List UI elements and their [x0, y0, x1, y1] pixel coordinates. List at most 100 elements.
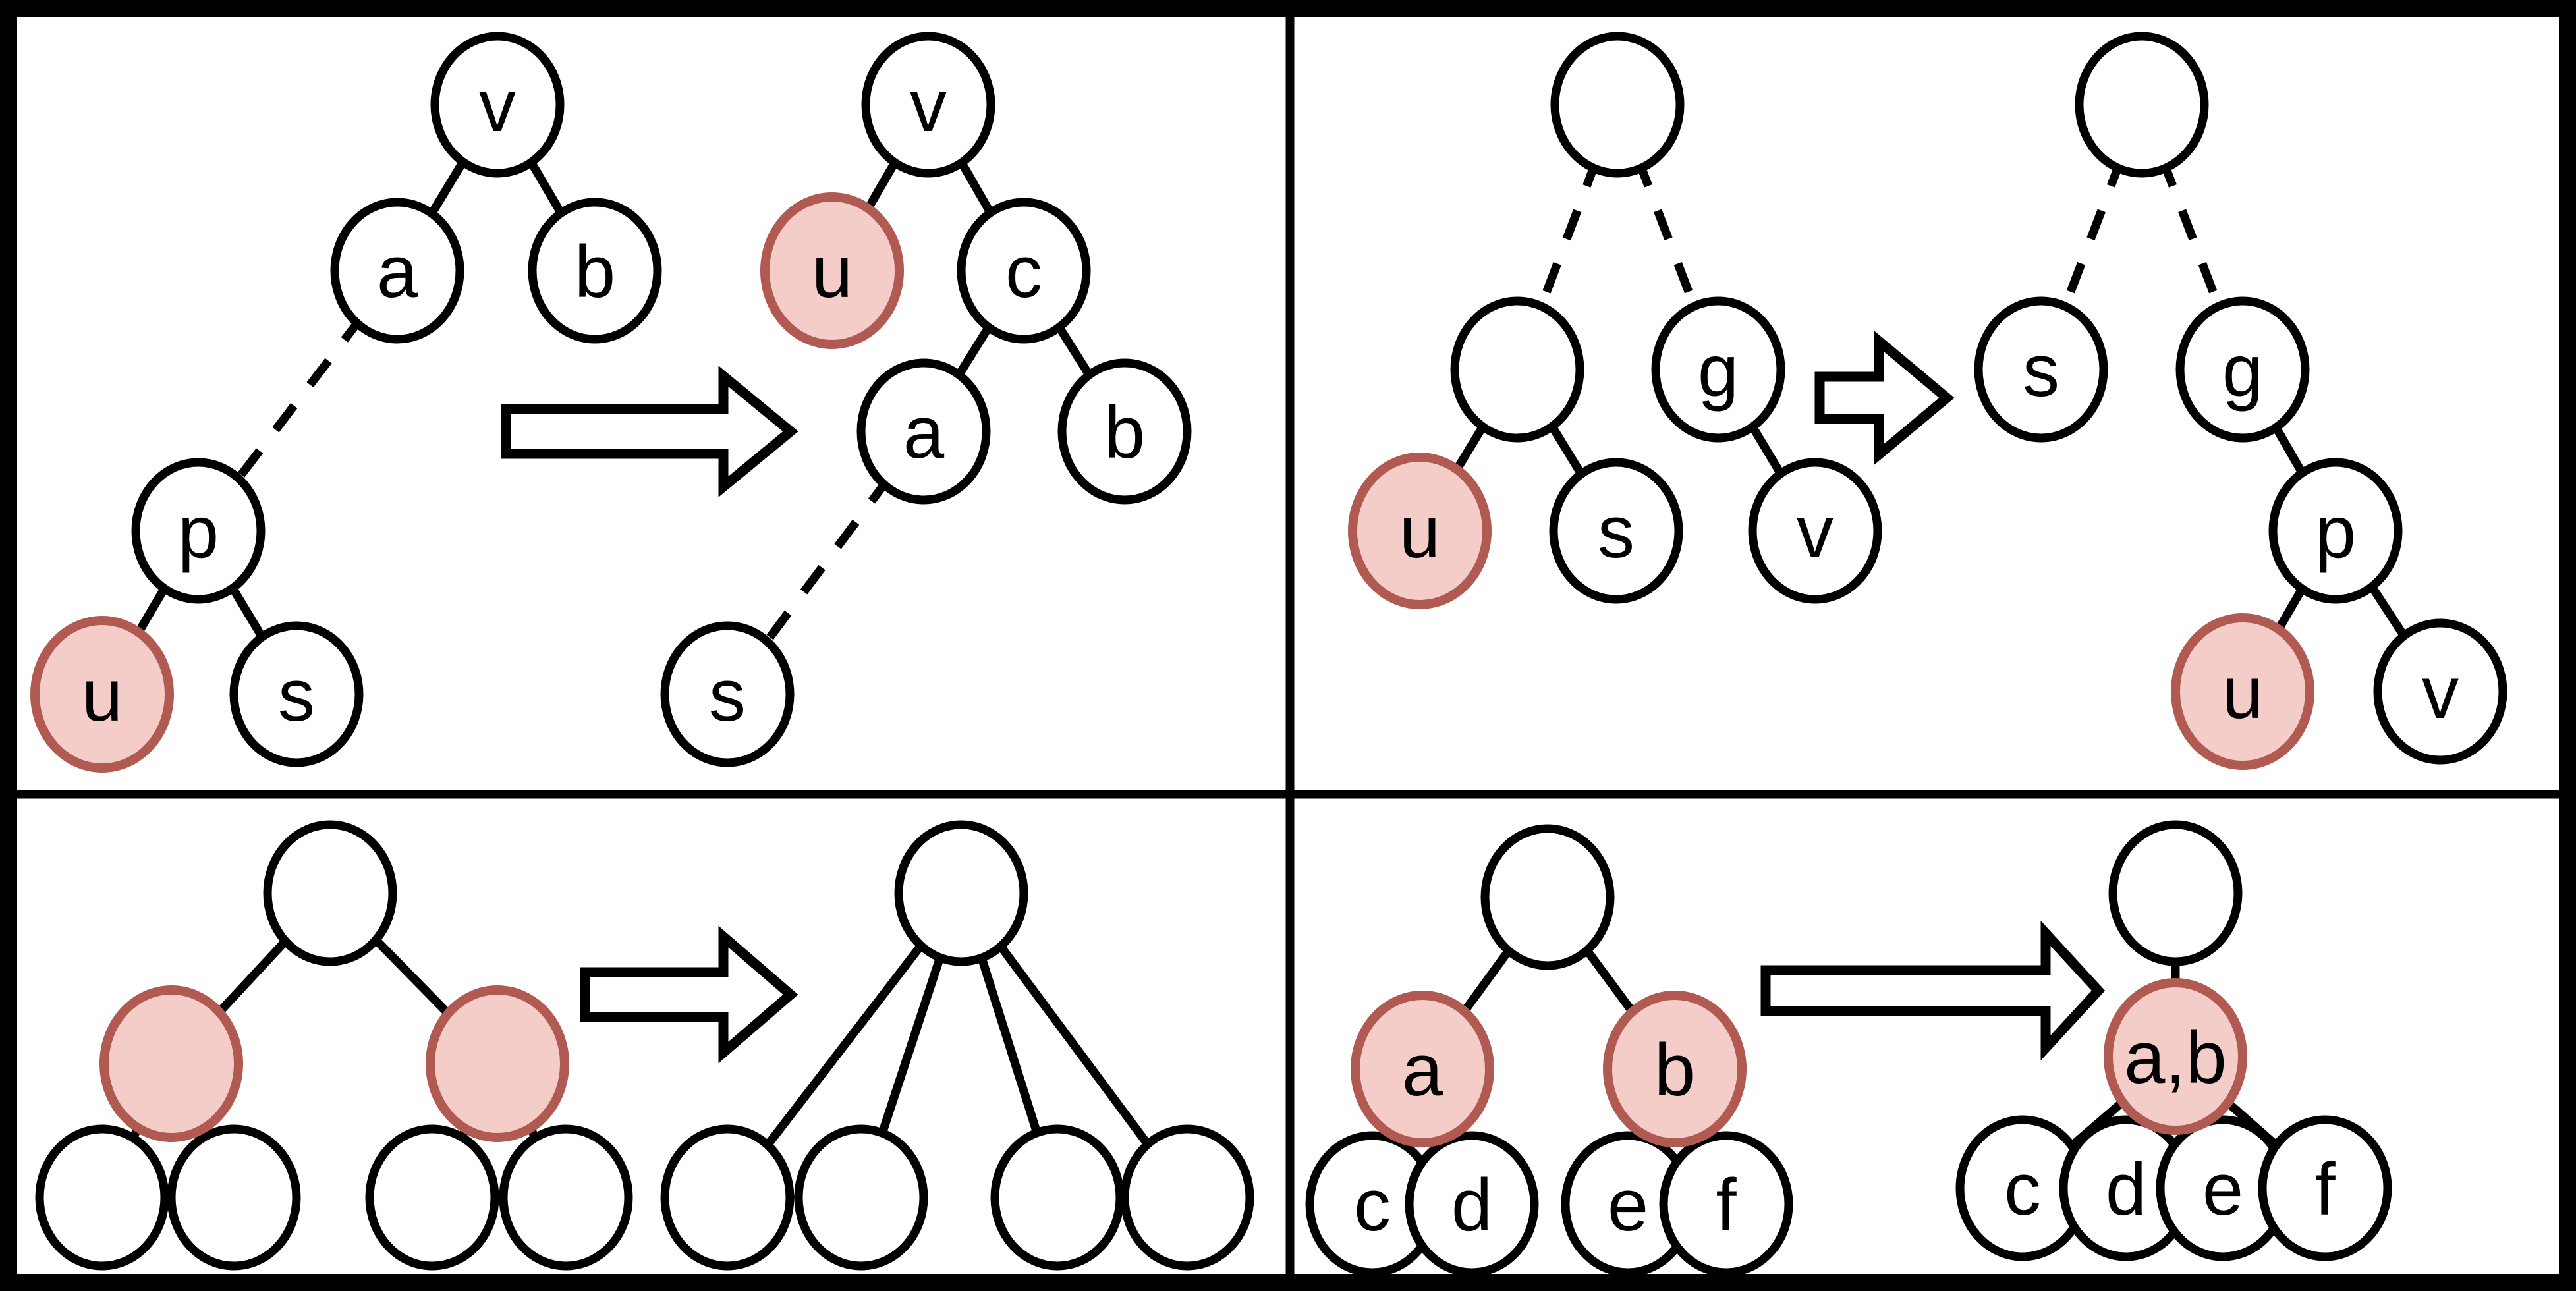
- node-leaf3-empty: [365, 1124, 499, 1271]
- node-root-empty: [894, 820, 1028, 966]
- node-p: [131, 458, 266, 604]
- node-s: [1974, 296, 2108, 443]
- node-a-label: a: [1402, 1029, 1443, 1111]
- transform-arrow-icon: [501, 366, 798, 497]
- node-v: [1748, 458, 1882, 604]
- node-leaf4-empty: [1120, 1124, 1254, 1271]
- nodes: a,b c d e f: [1955, 820, 2392, 1261]
- node-leaf1-empty: [35, 1124, 169, 1271]
- nodes: v a b p u s: [30, 32, 662, 773]
- node-f-label: f: [1716, 1164, 1737, 1246]
- node-p: [2268, 458, 2403, 604]
- node-b-highlighted: [1603, 991, 1747, 1147]
- node-root-empty: [263, 820, 397, 966]
- node-a: [330, 198, 464, 344]
- node-v: [2373, 618, 2507, 765]
- node-c-label: c: [1005, 231, 1042, 313]
- node-ab-highlighted: [2104, 978, 2247, 1135]
- node-g-label: g: [1698, 329, 1739, 412]
- nodes: s g p u v: [1974, 32, 2507, 770]
- tree-after: a,b c d e f: [1955, 820, 2392, 1261]
- panel-top-right: g u s v s g: [1348, 32, 2507, 770]
- node-root-empty: [1480, 824, 1615, 970]
- panel-bottom-right: a b c d e f: [1305, 820, 2392, 1277]
- node-g-label: g: [2222, 329, 2263, 412]
- node-e-label: e: [1608, 1164, 1648, 1246]
- node-root-empty: [1550, 32, 1685, 178]
- nodes: g u s v: [1348, 32, 1882, 609]
- node-leaf2-empty: [167, 1124, 301, 1271]
- node-p-label: p: [2315, 491, 2356, 573]
- node-u-label: u: [1399, 491, 1440, 573]
- nodes: a b c d e f: [1305, 824, 1793, 1277]
- node-root-empty: [2075, 32, 2209, 178]
- node-v: [430, 32, 565, 178]
- node-f-label: f: [2314, 1148, 2336, 1230]
- node-p-label: p: [178, 491, 219, 573]
- node-b-label: b: [574, 231, 615, 313]
- node-e-label: e: [2202, 1148, 2243, 1230]
- node-g: [2175, 296, 2310, 443]
- node-c-label: c: [2004, 1148, 2041, 1230]
- node-v: [861, 32, 995, 178]
- node-a-highlighted: [1351, 991, 1494, 1147]
- node-s-label: s: [2023, 329, 2059, 412]
- node-u-label: u: [82, 654, 123, 736]
- panel-bottom-left: [35, 820, 1254, 1271]
- nodes: [35, 820, 633, 1271]
- node-u-highlighted: [30, 616, 174, 773]
- transform-arrow-icon: [1814, 330, 1955, 466]
- nodes: [660, 820, 1254, 1271]
- node-v-label: v: [1797, 491, 1834, 573]
- panel-top-left: v a b p u s: [30, 32, 1192, 773]
- node-s: [229, 621, 364, 767]
- node-a: [856, 358, 991, 505]
- tree-after: s g p u v: [1974, 32, 2507, 770]
- node-b-label: b: [1104, 391, 1145, 474]
- node-leaf2-empty: [794, 1124, 928, 1271]
- node-v-label: v: [910, 65, 947, 147]
- node-g: [1651, 296, 1785, 443]
- node-u-highlighted: [760, 192, 904, 349]
- edges: [98, 102, 599, 697]
- tree-before: [35, 820, 633, 1271]
- node-u-highlighted: [2171, 613, 2314, 770]
- tree-after: v u c a b s: [660, 32, 1192, 767]
- node-right-highlighted: [426, 985, 569, 1142]
- node-f: [1659, 1131, 1793, 1277]
- tree-before: v a b p u s: [30, 32, 662, 773]
- node-v-label: v: [479, 65, 516, 147]
- node-d-label: d: [2106, 1148, 2146, 1230]
- node-v-label: v: [2422, 651, 2459, 734]
- node-b: [528, 198, 662, 344]
- nodes: v u c a b s: [660, 32, 1192, 767]
- node-a-label: a: [903, 391, 945, 474]
- node-f: [2258, 1115, 2392, 1261]
- node-s-label: s: [709, 654, 746, 736]
- node-ab-label: a,b: [2124, 1016, 2227, 1099]
- node-leaf3-empty: [990, 1124, 1125, 1271]
- node-leaf4-empty: [499, 1124, 633, 1271]
- node-leaf1-empty: [660, 1124, 795, 1271]
- node-s: [660, 621, 795, 767]
- node-d: [1405, 1131, 1539, 1277]
- node-b-label: b: [1654, 1029, 1695, 1111]
- node-root-empty: [2108, 820, 2243, 966]
- node-c: [957, 198, 1091, 344]
- node-c-label: c: [1354, 1164, 1391, 1246]
- tree-after: [660, 820, 1254, 1271]
- node-u-highlighted: [1348, 453, 1492, 609]
- node-parent-empty: [1450, 296, 1584, 443]
- tree-before: a b c d e f: [1305, 824, 1793, 1277]
- transform-arrow-icon: [580, 925, 798, 1064]
- node-u-label: u: [812, 231, 853, 313]
- node-left-highlighted: [99, 985, 243, 1142]
- transform-arrow-icon: [1760, 920, 2106, 1061]
- node-a-label: a: [377, 231, 418, 313]
- tree-before: g u s v: [1348, 32, 1882, 609]
- node-d-label: d: [1451, 1164, 1492, 1246]
- node-s-label: s: [1598, 491, 1635, 573]
- node-s: [1549, 458, 1683, 604]
- node-u-label: u: [2222, 651, 2263, 734]
